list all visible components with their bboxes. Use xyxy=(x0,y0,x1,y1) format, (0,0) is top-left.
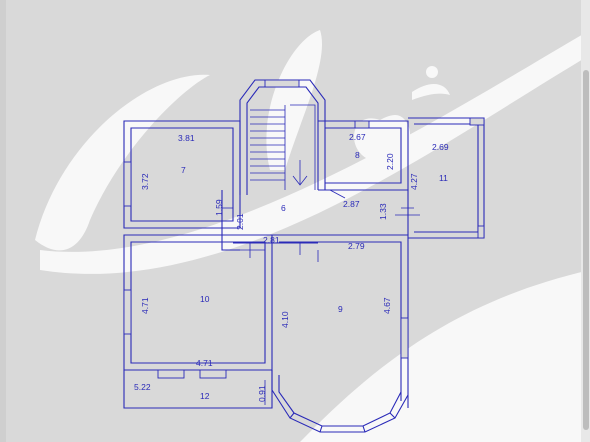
wall-room-11-inner xyxy=(414,123,479,233)
door-room-10 xyxy=(240,243,265,258)
watermark-letter-loop xyxy=(266,30,322,170)
room-6-dim-b: 2.01 xyxy=(235,213,245,230)
window-room-7 xyxy=(123,161,132,207)
room-11-height: 4.27 xyxy=(409,173,419,190)
stair-well xyxy=(284,104,316,190)
room-7-width: 3.81 xyxy=(178,133,195,143)
door-room-11 xyxy=(395,207,420,216)
room-8-number: 8 xyxy=(355,150,360,160)
watermark-logo xyxy=(35,30,590,442)
window-room-11-side xyxy=(477,225,485,239)
room-6-dim-a: 1.59 xyxy=(214,199,224,216)
watermark-swoosh-large xyxy=(300,270,590,442)
left-edge-strip xyxy=(0,0,6,442)
vertical-scrollbar[interactable] xyxy=(581,0,590,442)
room-6-number: 6 xyxy=(281,203,286,213)
stair-treads xyxy=(250,109,285,181)
room-7-number: 7 xyxy=(181,165,186,175)
window-stair xyxy=(264,79,300,88)
room-8-width: 2.67 xyxy=(349,132,366,142)
room-9-number: 9 xyxy=(338,304,343,314)
room-12-number: 12 xyxy=(200,391,210,401)
room-10-height: 4.71 xyxy=(140,297,150,314)
window-room-10 xyxy=(123,289,132,335)
stair-arrow xyxy=(292,160,308,186)
wall-room-11 xyxy=(408,117,485,239)
watermark-swoosh-arc xyxy=(35,74,210,251)
walls xyxy=(123,79,485,433)
room-11-width: 2.69 xyxy=(432,142,449,152)
window-room-9 xyxy=(400,317,409,359)
room-10-width: 4.71 xyxy=(196,358,213,368)
window-room-11 xyxy=(469,117,485,126)
scrollbar-thumb[interactable] xyxy=(583,70,589,430)
window-room-8 xyxy=(354,120,370,129)
room-9-left-height: 4.10 xyxy=(280,311,290,328)
hall-dim-1-33: 1.33 xyxy=(378,203,388,220)
room-12-width: 5.22 xyxy=(134,382,151,392)
watermark-accent-stroke xyxy=(412,84,450,100)
windows xyxy=(123,79,485,379)
window-balcony-a xyxy=(157,369,185,379)
room-8-height: 2.20 xyxy=(385,153,395,170)
watermark-accent-dot xyxy=(426,66,438,78)
room-9-right-height: 4.67 xyxy=(382,297,392,314)
room-6-dim-c: 2.81 xyxy=(263,235,280,245)
staircase xyxy=(250,104,316,190)
doors xyxy=(222,189,420,405)
window-balcony-b xyxy=(199,369,227,379)
door-room-8 xyxy=(329,189,346,199)
room-labels: 3.81 3.72 7 1.59 2.01 6 2.81 2.67 8 2.20… xyxy=(134,132,449,402)
room-9-width: 2.79 xyxy=(348,241,365,251)
room-7-height: 3.72 xyxy=(140,173,150,190)
room-12-depth: 0.91 xyxy=(257,385,267,402)
door-room-9 xyxy=(299,243,319,262)
room-10-number: 10 xyxy=(200,294,210,304)
room-11-number: 11 xyxy=(439,173,448,183)
wall-bay-window-mullions xyxy=(289,412,396,433)
hall-dim-2-87: 2.87 xyxy=(343,199,360,209)
